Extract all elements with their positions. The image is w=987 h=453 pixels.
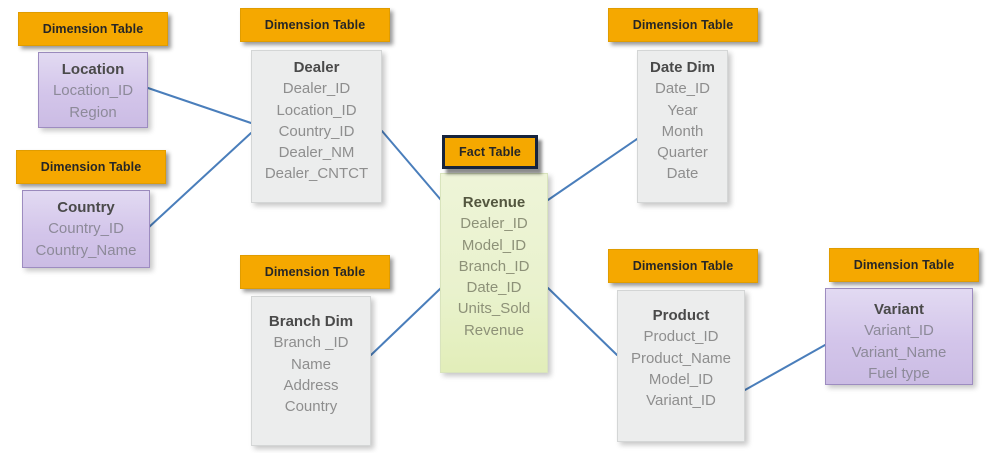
table-card-dealer[interactable]: Dealer Dealer_ID Location_ID Country_ID …: [251, 50, 382, 203]
table-title-branch-dim: Branch Dim: [268, 313, 354, 330]
column-date-dim-4: Date: [666, 165, 699, 183]
table-card-date-dim[interactable]: Date Dim Date_ID Year Month Quarter Date: [637, 50, 728, 203]
column-branch-dim-3: Country: [284, 398, 338, 416]
column-branch-dim-0: Branch _ID: [273, 334, 349, 352]
column-dealer-2: Country_ID: [278, 122, 355, 140]
column-product-2: Model_ID: [648, 370, 714, 388]
column-variant-2: Fuel type: [868, 364, 930, 382]
table-card-revenue[interactable]: Revenue Dealer_ID Model_ID Branch_ID Dat…: [440, 173, 548, 373]
table-title-location: Location: [61, 61, 125, 78]
connector-datedim-revenue: [547, 138, 638, 201]
column-branch-dim-2: Address: [283, 376, 339, 394]
column-product-1: Product_Name: [630, 349, 732, 367]
table-title-dealer: Dealer: [293, 59, 340, 76]
caption-chip-fact: Fact Table: [442, 135, 538, 169]
table-card-product[interactable]: Product Product_ID Product_Name Model_ID…: [617, 290, 745, 442]
caption-chip-location: Dimension Table: [18, 12, 168, 46]
table-card-location[interactable]: Location Location_ID Region: [38, 52, 148, 128]
column-dealer-3: Dealer_NM: [278, 144, 355, 162]
table-card-country[interactable]: Country Country_ID Country_Name: [22, 190, 150, 268]
table-title-product: Product: [652, 307, 710, 324]
table-title-date-dim: Date Dim: [649, 59, 716, 76]
column-location-1: Region: [69, 103, 117, 121]
column-branch-dim-1: Name: [290, 355, 331, 373]
column-revenue-5: Revenue: [463, 321, 525, 339]
column-location-0: Location_ID: [52, 82, 134, 100]
caption-chip-date-dim: Dimension Table: [608, 8, 758, 42]
column-revenue-2: Branch_ID: [458, 257, 530, 275]
column-variant-1: Variant_Name: [851, 343, 947, 361]
caption-chip-dealer: Dimension Table: [240, 8, 390, 42]
caption-chip-product: Dimension Table: [608, 249, 758, 283]
connector-branch-revenue: [370, 287, 442, 356]
column-country-0: Country_ID: [48, 220, 124, 238]
connector-location-dealer: [147, 87, 252, 124]
column-date-dim-0: Date_ID: [654, 80, 711, 98]
column-country-1: Country_Name: [35, 241, 137, 259]
caption-chip-branch-dim: Dimension Table: [240, 255, 390, 289]
column-dealer-0: Dealer_ID: [282, 80, 351, 98]
table-title-country: Country: [57, 199, 115, 216]
table-title-variant: Variant: [873, 301, 925, 318]
caption-chip-country: Dimension Table: [16, 150, 166, 184]
table-title-revenue: Revenue: [462, 194, 526, 211]
connector-product-revenue: [547, 287, 618, 356]
table-card-branch-dim[interactable]: Branch Dim Branch _ID Name Address Count…: [251, 296, 371, 446]
column-revenue-1: Model_ID: [461, 236, 527, 254]
column-date-dim-2: Month: [661, 122, 704, 140]
column-product-3: Variant_ID: [646, 392, 716, 410]
column-variant-0: Variant_ID: [864, 322, 934, 340]
column-dealer-1: Location_ID: [276, 101, 357, 119]
connector-variant-product: [744, 344, 826, 391]
column-product-0: Product_ID: [643, 328, 719, 346]
column-date-dim-3: Quarter: [657, 144, 708, 162]
column-revenue-4: Units_Sold: [457, 300, 531, 318]
column-revenue-0: Dealer_ID: [460, 215, 528, 233]
table-card-variant[interactable]: Variant Variant_ID Variant_Name Fuel typ…: [825, 288, 973, 385]
column-dealer-4: Dealer_CNTCT: [264, 165, 369, 183]
column-date-dim-1: Year: [667, 101, 698, 119]
caption-chip-variant: Dimension Table: [829, 248, 979, 282]
connector-dealer-revenue: [381, 130, 442, 201]
column-revenue-3: Date_ID: [466, 279, 522, 297]
